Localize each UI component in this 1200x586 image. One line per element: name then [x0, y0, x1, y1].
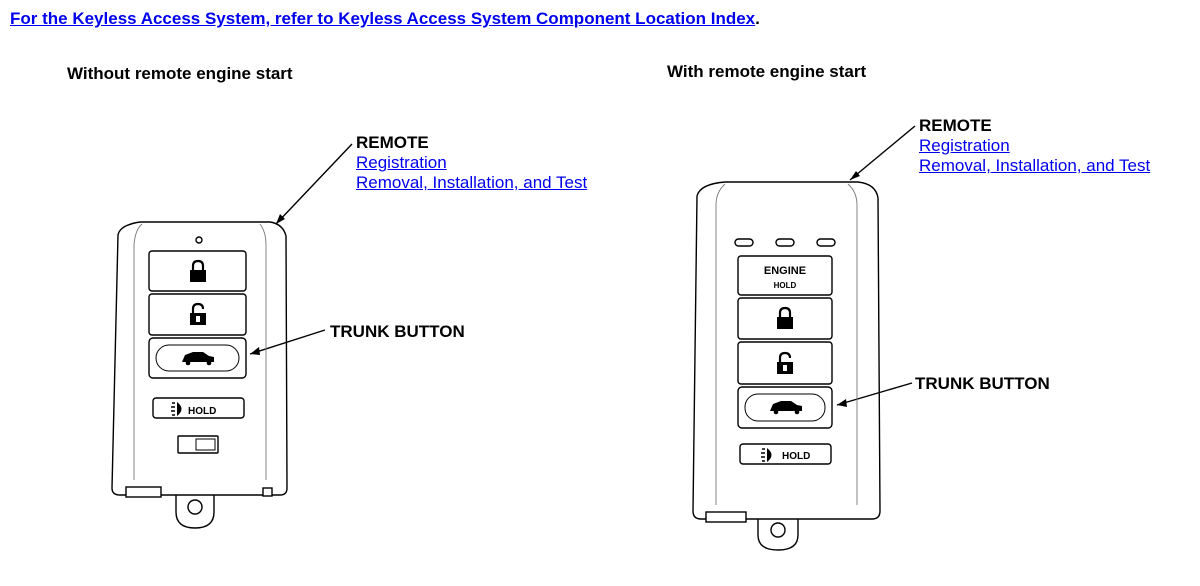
right-remote-label: REMOTE: [919, 116, 992, 135]
keyless-access-index-link[interactable]: For the Keyless Access System, refer to …: [10, 9, 756, 28]
right-lock-button[interactable]: [737, 297, 833, 340]
right-trunk-leader: [836, 382, 913, 406]
right-registration-link[interactable]: Registration: [919, 136, 1010, 155]
right-remote-leader: [849, 125, 916, 181]
right-panic-hold-button[interactable]: [739, 443, 832, 465]
right-remote-callout: REMOTE Registration Removal, Installatio…: [919, 116, 1150, 176]
component-location-reference: For the Keyless Access System, refer to …: [10, 9, 760, 29]
right-hold-text: HOLD: [782, 451, 810, 462]
left-section-title: Without remote engine start: [67, 64, 293, 83]
right-engine-text: ENGINE: [764, 265, 806, 277]
right-engine-hold-text: HOLD: [774, 281, 797, 290]
left-panic-hold-button[interactable]: [152, 397, 245, 419]
lock-icon: [190, 259, 206, 282]
left-trunk-leader: [249, 329, 326, 355]
left-remote-leader: [275, 143, 353, 225]
left-remote-label: REMOTE: [356, 133, 429, 152]
headlight-icon: [761, 448, 772, 462]
left-lock-button[interactable]: [148, 250, 247, 292]
left-trunk-button-label: TRUNK BUTTON: [330, 322, 465, 341]
right-unlock-button[interactable]: [737, 341, 833, 385]
right-trunk-button-label: TRUNK BUTTON: [915, 374, 1050, 393]
right-fob-body: [692, 181, 881, 520]
lock-icon: [777, 306, 793, 329]
left-trunk-button[interactable]: [148, 337, 247, 379]
left-unlock-button[interactable]: [148, 293, 247, 336]
period: .: [755, 9, 760, 28]
car-trunk-icon: [770, 401, 802, 415]
unlock-icon: [777, 351, 793, 374]
unlock-icon: [190, 302, 206, 325]
right-engine-hold-button[interactable]: [737, 255, 833, 296]
right-removal-link[interactable]: Removal, Installation, and Test: [919, 156, 1151, 175]
right-trunk-button[interactable]: [737, 386, 833, 429]
car-trunk-icon: [182, 352, 214, 366]
left-remote-callout: REMOTE Registration Removal, Installatio…: [356, 133, 587, 193]
left-registration-link[interactable]: Registration: [356, 153, 447, 172]
left-removal-link[interactable]: Removal, Installation, and Test: [356, 173, 588, 192]
right-section-title: With remote engine start: [667, 62, 867, 81]
headlight-icon: [171, 402, 182, 416]
left-fob-body: [111, 221, 288, 496]
left-hold-text: HOLD: [188, 406, 216, 417]
